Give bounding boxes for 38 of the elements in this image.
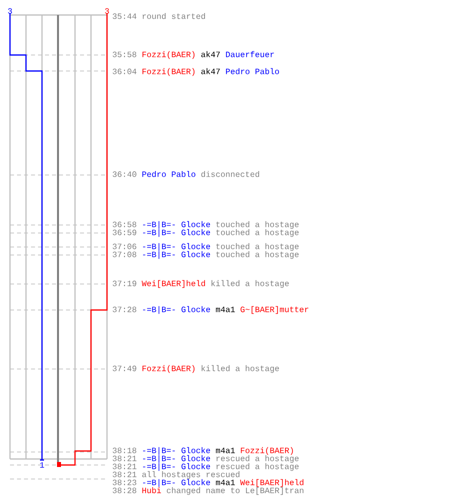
log-entry: 37:06 -=B|B=- Glocke touched a hostage <box>112 243 299 251</box>
label: Wei[BAER]held <box>240 479 304 487</box>
player-count: 1 <box>40 462 44 468</box>
label: 36:04 <box>112 68 136 74</box>
label: Pedro Pablo <box>226 68 279 74</box>
label: Fozzi(BAER) <box>240 447 293 455</box>
label: -=B|B=- Glocke <box>143 447 210 455</box>
label: 35:58 <box>112 52 136 58</box>
log-entry: 37:49 Fozzi(BAER) killed a hostage <box>112 365 279 373</box>
label: Fozzi(BAER) <box>142 68 194 76</box>
log-entry: 36:04 Fozzi(BAER) ak47 Pedro Pablo <box>112 68 279 76</box>
log-entry: 38:21 -=B|B=- Glocke rescued a hostage <box>112 455 299 463</box>
label: G~[BAER]mutter <box>240 306 308 314</box>
label: m4a1 <box>216 448 235 454</box>
label: ak47 <box>201 51 220 58</box>
log-entry: 36:58 -=B|B=- Glocke touched a hostage <box>112 221 299 229</box>
label: Dauerfeuer <box>226 51 274 58</box>
log-entry: 38:18 -=B|B=- Glocke m4a1 Fozzi(BAER) <box>112 447 293 455</box>
label: -=B|B=- Glocke <box>143 306 210 314</box>
log-entry: 37:28 -=B|B=- Glocke m4a1 G~[BAER]mutter <box>112 306 308 314</box>
label: -=B|B=- Glocke <box>143 479 210 487</box>
log-entry: 36:40 Pedro Pablo disconnected <box>112 170 260 178</box>
label: m4a1 <box>216 306 235 312</box>
label: 38:23 <box>112 480 136 486</box>
label: m4a1 <box>216 480 235 486</box>
log-entry: 38:21 all hostages rescued <box>112 471 240 479</box>
log-entry: 38:23 -=B|B=- Glocke m4a1 Wei[BAER]held <box>112 479 304 487</box>
label: 38:18 <box>112 448 136 454</box>
log-entry: 35:58 Fozzi(BAER) ak47 Dauerfeuer <box>112 51 274 59</box>
log-entry: 38:28 Hubi changed name to Le[BAER]tran <box>112 487 304 495</box>
log-entry: 37:19 Wei[BAER]held killed a hostage <box>112 280 289 288</box>
log-entry: 36:59 -=B|B=- Glocke touched a hostage <box>112 229 299 237</box>
label: Fozzi(BAER) <box>142 51 194 59</box>
label: ak47 <box>201 68 220 74</box>
log-entry: 38:21 -=B|B=- Glocke rescued a hostage <box>112 463 299 471</box>
log-entry: 37:08 -=B|B=- Glocke touched a hostage <box>112 251 299 259</box>
log-entry: 35:44 round started <box>112 12 205 20</box>
label: 37:28 <box>112 306 136 312</box>
